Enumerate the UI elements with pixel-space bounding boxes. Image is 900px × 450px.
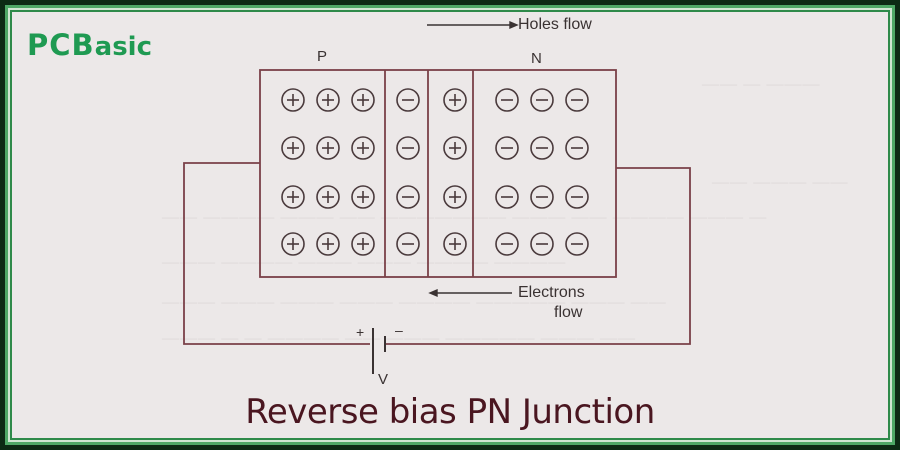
negative-charge-icon <box>565 185 589 209</box>
right-wire <box>385 167 691 345</box>
holes-flow-label: Holes flow <box>518 16 592 33</box>
bleed-text: —— — ——— <box>702 74 821 93</box>
positive-charge-icon <box>281 88 305 112</box>
p-region-label: P <box>317 48 328 65</box>
pcbasic-logo: PCBasic <box>27 28 152 64</box>
logo-pc: PC <box>27 28 72 62</box>
negative-charge-icon <box>495 136 519 160</box>
negative-charge-icon <box>530 232 554 256</box>
negative-charge-icon <box>495 232 519 256</box>
voltage-label: V <box>378 371 389 388</box>
positive-charge-icon <box>316 88 340 112</box>
charges <box>281 88 589 256</box>
junction-box <box>259 69 617 278</box>
negative-charge-icon <box>565 232 589 256</box>
negative-charge-icon <box>396 136 420 160</box>
holes-flow-arrow <box>427 20 519 30</box>
positive-charge-icon <box>316 185 340 209</box>
bleed-text: —— ——— —— <box>712 172 849 191</box>
positive-charge-icon <box>443 136 467 160</box>
positive-charge-icon <box>316 232 340 256</box>
negative-charge-icon <box>530 136 554 160</box>
pn-junction-diagram <box>183 20 691 374</box>
electrons-flow-arrow <box>428 288 512 298</box>
positive-charge-icon <box>281 185 305 209</box>
positive-charge-icon <box>281 136 305 160</box>
positive-charge-icon <box>351 136 375 160</box>
positive-charge-icon <box>443 88 467 112</box>
battery-plus-label: + <box>356 324 365 340</box>
negative-charge-icon <box>565 88 589 112</box>
positive-charge-icon <box>443 232 467 256</box>
battery-symbol <box>372 328 386 374</box>
logo-rest: asic <box>94 32 153 62</box>
bleed-text: ——— ———— ——— ——— ———— ———— <box>162 252 567 271</box>
n-region-label: N <box>531 50 542 67</box>
bleed-text: ——— — — ———— —— ——— ————— ——— —— <box>162 328 636 347</box>
bleed-text: ——— ——— ——— ——— ———— ————— ——— —— <box>162 292 667 311</box>
left-wire <box>183 162 370 345</box>
negative-charge-icon <box>396 232 420 256</box>
negative-charge-icon <box>530 185 554 209</box>
positive-charge-icon <box>351 232 375 256</box>
negative-charge-icon <box>530 88 554 112</box>
caption-title: Reverse bias PN Junction <box>245 392 655 432</box>
positive-charge-icon <box>281 232 305 256</box>
battery-minus-label: – <box>395 322 403 338</box>
negative-charge-icon <box>495 88 519 112</box>
negative-charge-icon <box>495 185 519 209</box>
positive-charge-icon <box>351 88 375 112</box>
positive-charge-icon <box>316 136 340 160</box>
positive-charge-icon <box>443 185 467 209</box>
electrons-flow-label: Electrons <box>518 284 585 301</box>
electrons-flow-label-line2: flow <box>554 304 583 321</box>
positive-charge-icon <box>351 185 375 209</box>
negative-charge-icon <box>396 88 420 112</box>
logo-b: B <box>71 28 95 62</box>
negative-charge-icon <box>565 136 589 160</box>
negative-charge-icon <box>396 185 420 209</box>
page: —— — ——— —— ——— —— —— ———— ——— —— ——————… <box>12 12 888 438</box>
